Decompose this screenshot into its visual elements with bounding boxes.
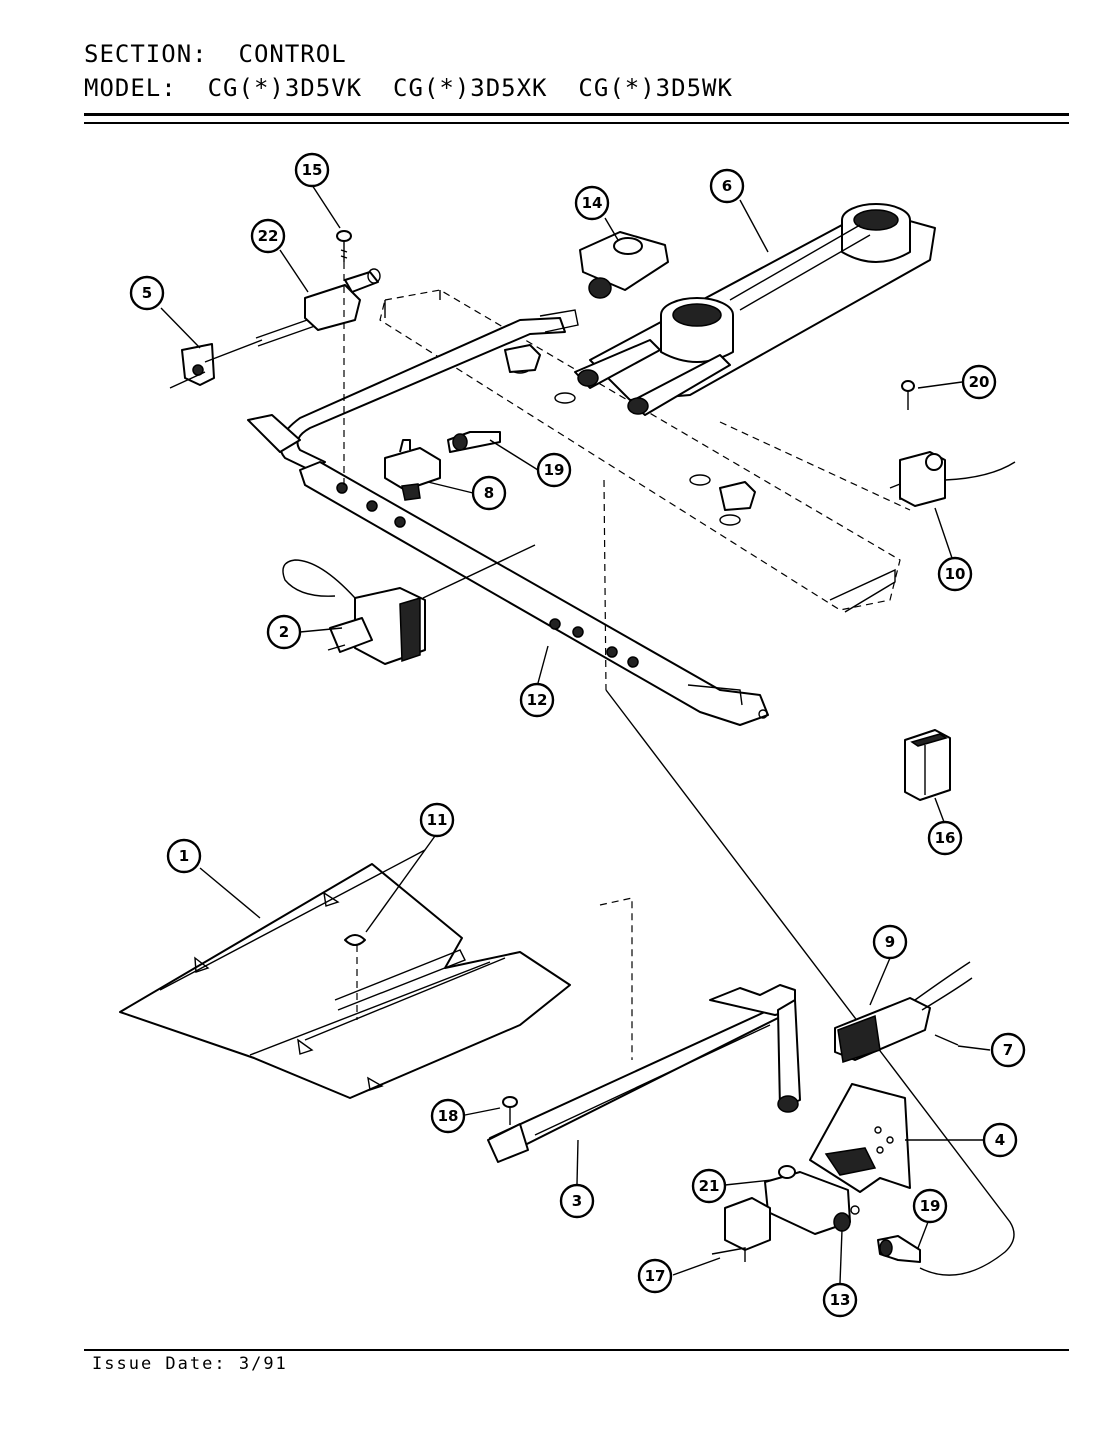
model-3: CG(*)3D5WK: [578, 74, 733, 102]
screw-top: [336, 230, 352, 490]
heat-shield: [119, 849, 571, 1099]
callout-13-label: 13: [830, 1291, 851, 1309]
section-value: CONTROL: [238, 40, 347, 68]
screw-lower: [502, 1096, 518, 1125]
callout-7: 7: [990, 1032, 1026, 1068]
burner-bracket: [379, 289, 901, 613]
callout-14: 14: [574, 185, 610, 221]
callout-17: 17: [637, 1258, 673, 1294]
orifice-upper: [447, 431, 501, 453]
callout-6-label: 6: [722, 177, 732, 195]
manifold-bar: [299, 461, 769, 726]
model-header: MODEL: CG(*)3D5VK CG(*)3D5XK CG(*)3D5WK: [84, 74, 733, 102]
callout-16-label: 16: [935, 829, 956, 847]
manifold-pipe: [247, 309, 579, 471]
callout-16: 16: [927, 820, 963, 856]
callout-12: 12: [519, 682, 555, 718]
electronic-module: [904, 729, 951, 801]
model-label: MODEL:: [84, 74, 177, 102]
leader-lines: [160, 184, 991, 1284]
callout-5-label: 5: [142, 284, 152, 302]
callout-22-label: 22: [258, 227, 279, 245]
callout-4-label: 4: [995, 1131, 1005, 1149]
callout-4: 4: [982, 1122, 1018, 1158]
callout-22: 22: [250, 218, 286, 254]
burner-assembly: [574, 203, 936, 416]
model-1: CG(*)3D5VK: [207, 74, 363, 102]
mounting-bracket: [809, 1083, 911, 1193]
connecting-lines: [599, 479, 1015, 1276]
orifice-fitting: [579, 231, 669, 299]
callout-20-label: 20: [969, 373, 990, 391]
wing-clip: [344, 934, 366, 1020]
callout-17-label: 17: [645, 1267, 666, 1285]
ignition-bracket: [719, 380, 1016, 511]
callout-20: 20: [961, 364, 997, 400]
valve-block: [384, 439, 441, 501]
issue-date: Issue Date: 3/91: [92, 1354, 288, 1374]
callout-8-label: 8: [484, 484, 494, 502]
callout-2-label: 2: [279, 623, 289, 641]
callout-11-label: 11: [427, 811, 448, 829]
callout-10: 10: [937, 556, 973, 592]
small-bracket: [711, 1197, 771, 1262]
issue-date-value: 3/91: [238, 1354, 288, 1374]
thermostat: [282, 544, 536, 665]
callout-11: 11: [419, 802, 455, 838]
callout-7-label: 7: [1003, 1041, 1013, 1059]
header-rule-thin: [84, 122, 1069, 124]
callout-10-label: 10: [945, 565, 966, 583]
footer-rule: [84, 1349, 1069, 1351]
callout-15: 15: [294, 152, 330, 188]
callout-18: 18: [430, 1098, 466, 1134]
callout-6: 6: [709, 168, 745, 204]
callout-5: 5: [129, 275, 165, 311]
callout-19b-label: 19: [920, 1197, 941, 1215]
callout-19a: 19: [536, 452, 572, 488]
callout-3: 3: [559, 1183, 595, 1219]
orifice-lower: [877, 1235, 921, 1263]
callout-14-label: 14: [582, 194, 603, 212]
callout-13: 13: [822, 1282, 858, 1318]
header-rule-thick: [84, 113, 1069, 116]
bracket-clip: [169, 339, 263, 389]
callout-21-label: 21: [699, 1177, 720, 1195]
callout-9-label: 9: [885, 933, 895, 951]
callout-19a-label: 19: [544, 461, 565, 479]
section-label: SECTION:: [84, 40, 208, 68]
callout-1: 1: [166, 838, 202, 874]
issue-date-label: Issue Date:: [92, 1354, 227, 1374]
callout-3-label: 3: [572, 1192, 582, 1210]
callout-15-label: 15: [302, 161, 323, 179]
callout-8: 8: [471, 475, 507, 511]
model-2: CG(*)3D5XK: [393, 74, 548, 102]
callout-12-label: 12: [527, 691, 548, 709]
section-header: SECTION: CONTROL: [84, 40, 347, 68]
callout-18-label: 18: [438, 1107, 459, 1125]
callout-9: 9: [872, 924, 908, 960]
callout-1-label: 1: [179, 847, 189, 865]
lower-rail: [487, 984, 801, 1163]
callout-21: 21: [691, 1168, 727, 1204]
ignition-switch: [834, 961, 973, 1063]
valve-with-stem: [255, 268, 381, 347]
callout-2: 2: [266, 614, 302, 650]
callout-19b: 19: [912, 1188, 948, 1224]
